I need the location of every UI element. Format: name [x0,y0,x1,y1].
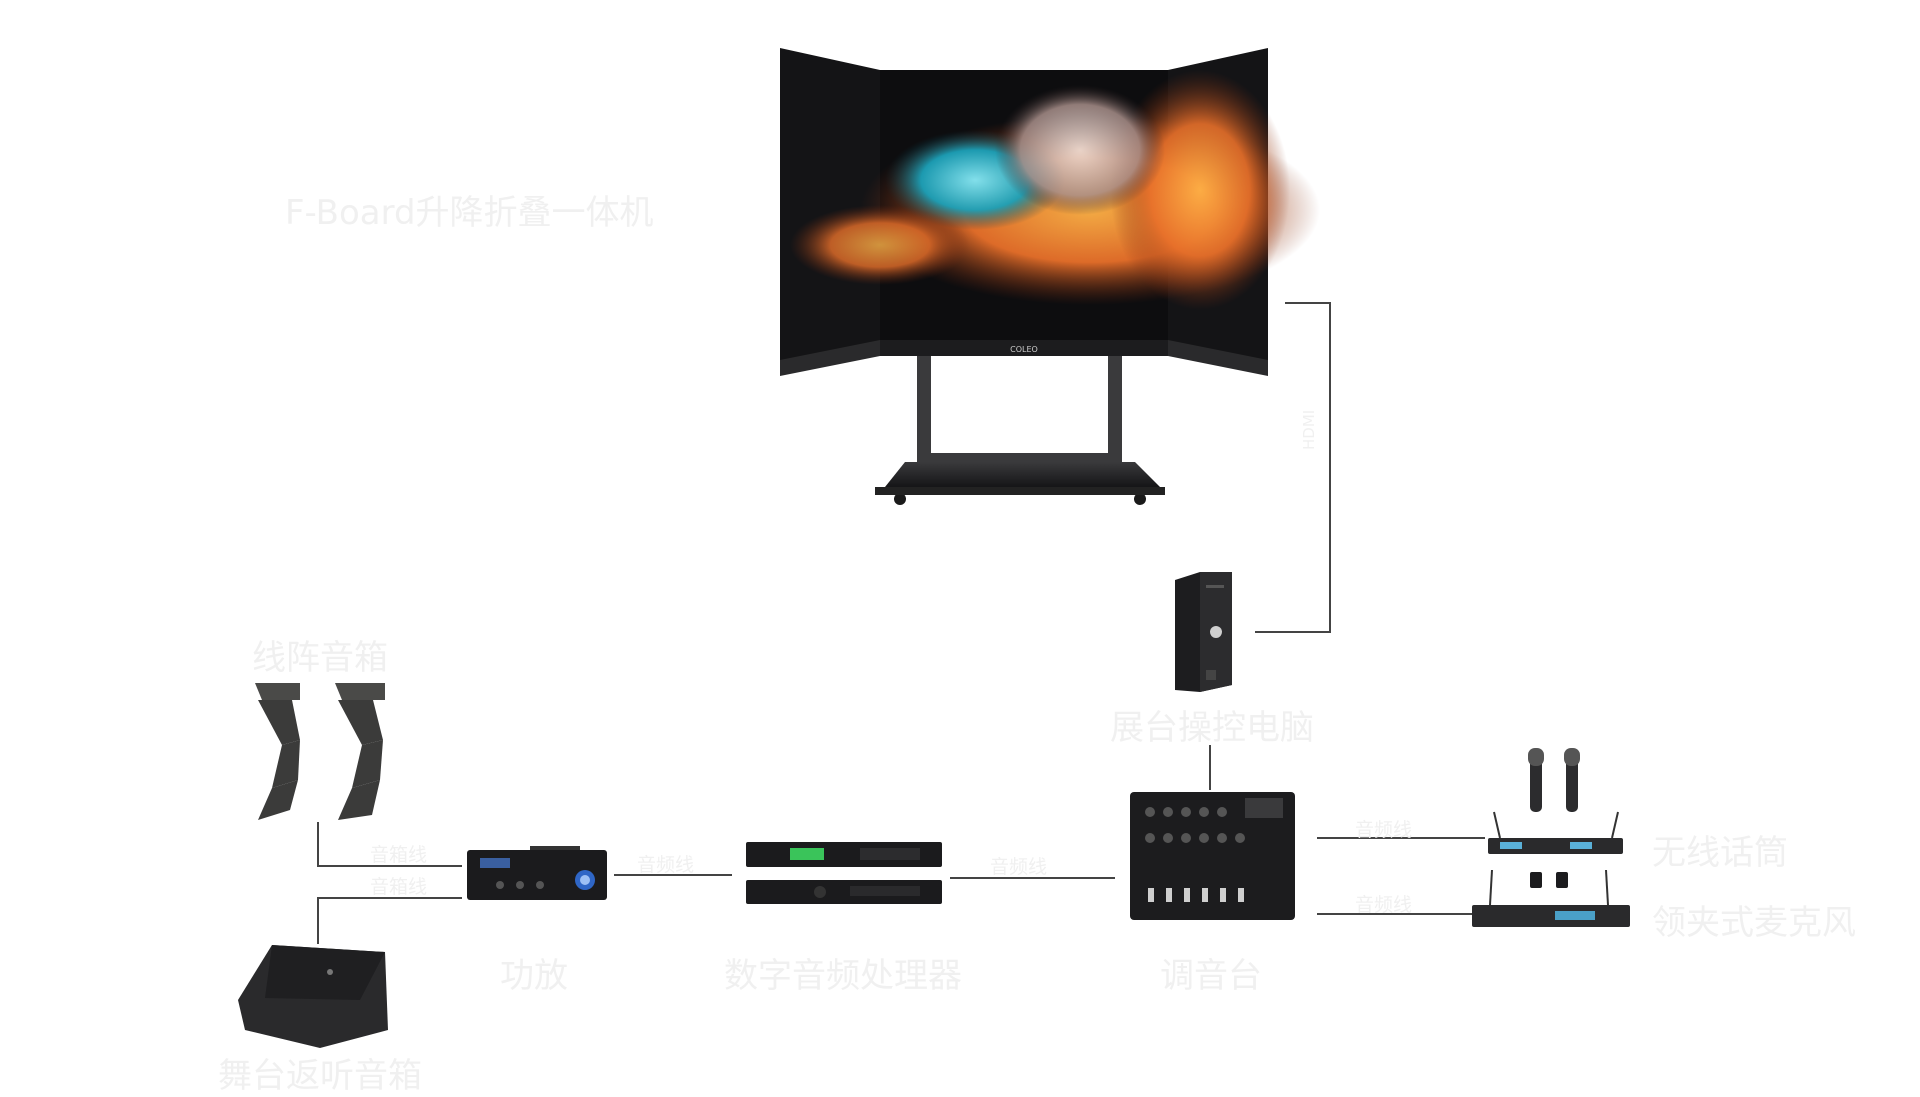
line-array-right [335,683,385,820]
control-pc-label: 展台操控电脑 [1110,708,1314,748]
edge-label-processor-mixer: 音频线 [990,856,1048,878]
monitor-label: 舞台返听音箱 [218,1056,422,1096]
line-array-label: 线阵音箱 [252,638,388,678]
wireless-mic-device [1488,748,1623,854]
hdmi-line [1255,302,1331,633]
monitor-to-amp-line [317,897,462,944]
edge-label-amp-array: 音箱线 [370,844,428,866]
control-pc [1175,572,1232,692]
mixer-device [1130,792,1295,920]
screen-brand-logo: COLEO [1010,345,1038,354]
lavalier-mic-device [1472,869,1630,927]
line-array-speakers [255,683,385,820]
display-label: F-Board升降折叠一体机 [285,193,654,233]
folding-display: COLEO [780,48,1320,505]
amplifier-device [467,846,607,900]
edge-label-amp-monitor: 音箱线 [370,876,428,898]
edge-label-amp-processor: 音频线 [637,854,695,876]
stage-monitor-speaker [238,945,388,1048]
screen-artwork [790,70,1320,310]
connection-lines [317,302,1490,944]
hdmi-edge-label: HDMI [1300,409,1318,450]
mixer-label: 调音台 [1160,956,1262,996]
line-array-left [255,683,300,820]
lavalier-mic-label: 领夹式麦克风 [1652,903,1856,943]
wireless-mic-label: 无线话筒 [1652,833,1788,873]
edge-label-mixer-wireless: 音频线 [1355,819,1413,841]
edge-label-mixer-lavalier: 音频线 [1355,894,1413,916]
audio-processor-device [746,842,942,904]
processor-label: 数字音频处理器 [724,956,962,996]
array-to-amp-line [317,822,462,867]
amplifier-label: 功放 [500,956,568,996]
